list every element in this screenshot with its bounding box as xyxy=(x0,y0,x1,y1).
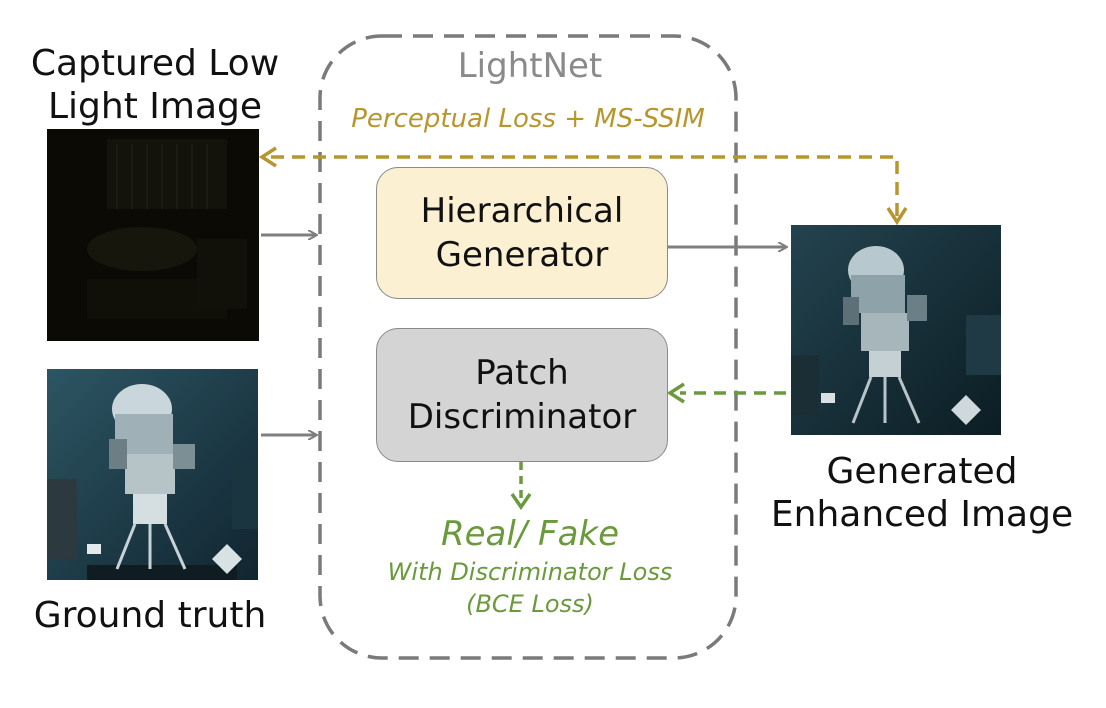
enhanced-image-graphic xyxy=(791,225,1001,435)
low-light-label: Captured Low Light Image xyxy=(15,42,295,128)
enhanced-image xyxy=(791,225,1001,435)
discriminator-label-line2: Discriminator xyxy=(407,397,637,437)
discriminator-label-line1: Patch xyxy=(475,353,569,393)
generator-label-line2: Generator xyxy=(435,235,609,275)
ground-truth-image xyxy=(47,369,258,580)
ground-truth-image-graphic xyxy=(47,369,258,580)
lightnet-title: LightNet xyxy=(457,46,603,86)
bce-loss-label: (BCE Loss) xyxy=(466,590,594,618)
perceptual-loss-arrow-left xyxy=(258,146,277,168)
enhanced-label: Generated Enhanced Image xyxy=(752,450,1092,536)
enhanced-label-line1: Generated xyxy=(826,451,1018,492)
enhanced-to-discriminator-arrow xyxy=(666,382,685,404)
generator-label-line1: Hierarchical xyxy=(420,191,624,231)
perceptual-loss-label: Perceptual Loss + MS-SSIM xyxy=(351,104,705,134)
low-light-label-line2: Light Image xyxy=(47,86,263,127)
low-light-label-line1: Captured Low xyxy=(30,43,280,84)
discriminator-to-output-arrow xyxy=(510,493,532,511)
low-light-image xyxy=(47,129,259,341)
perceptual-loss-arrow-down xyxy=(886,207,908,226)
enhanced-label-line2: Enhanced Image xyxy=(770,494,1074,535)
patch-discriminator-block: Patch Discriminator xyxy=(376,328,668,462)
hierarchical-generator-block: Hierarchical Generator xyxy=(376,167,668,299)
real-fake-label: Real/ Fake xyxy=(440,514,620,554)
ground-truth-label: Ground truth xyxy=(33,595,267,636)
discriminator-loss-label: With Discriminator Loss xyxy=(387,558,673,586)
low-light-image-graphic xyxy=(47,129,259,341)
lightnet-frame xyxy=(318,34,738,660)
real-fake-output: Real/ Fake With Discriminator Loss (BCE … xyxy=(330,512,730,620)
